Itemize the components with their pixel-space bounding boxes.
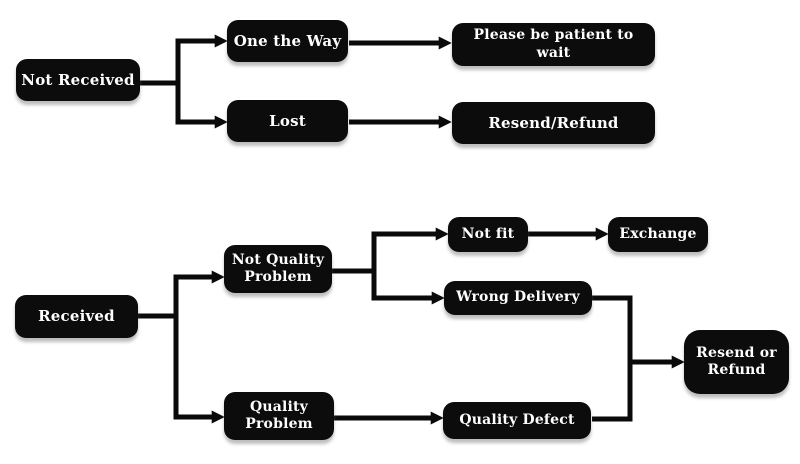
node-label-quality-defect: Quality Defect <box>459 411 575 428</box>
node-label-resend-or-refund: Resend or Refund <box>696 344 777 379</box>
node-not-received: Not Received <box>16 59 140 101</box>
node-label-wrong-delivery: Wrong Delivery <box>456 289 580 306</box>
node-exchange: Exchange <box>608 217 708 252</box>
node-one-the-way: One the Way <box>227 20 348 62</box>
node-quality-problem: Quality Problem <box>224 392 334 440</box>
node-not-fit: Not fit <box>448 217 528 252</box>
node-label-lost: Lost <box>269 111 306 130</box>
node-label-exchange: Exchange <box>619 225 697 242</box>
node-label-not-fit: Not fit <box>461 225 515 242</box>
node-quality-defect: Quality Defect <box>443 402 591 439</box>
node-not-quality-problem: Not Quality Problem <box>224 245 332 293</box>
node-label-resend-refund: Resend/Refund <box>488 113 619 132</box>
node-label-quality-problem: Quality Problem <box>245 398 313 433</box>
node-label-received: Received <box>38 307 115 326</box>
node-label-not-quality-problem: Not Quality Problem <box>231 251 325 286</box>
node-wrong-delivery: Wrong Delivery <box>444 281 592 315</box>
node-resend-or-refund: Resend or Refund <box>684 330 789 394</box>
node-lost: Lost <box>227 100 348 142</box>
node-label-one-the-way: One the Way <box>233 31 342 50</box>
node-please-be-patient: Please be patient to wait <box>452 23 655 66</box>
node-label-please-be-patient: Please be patient to wait <box>473 27 634 61</box>
node-resend-refund: Resend/Refund <box>452 102 655 144</box>
node-label-not-received: Not Received <box>21 70 135 89</box>
node-received: Received <box>15 295 138 338</box>
